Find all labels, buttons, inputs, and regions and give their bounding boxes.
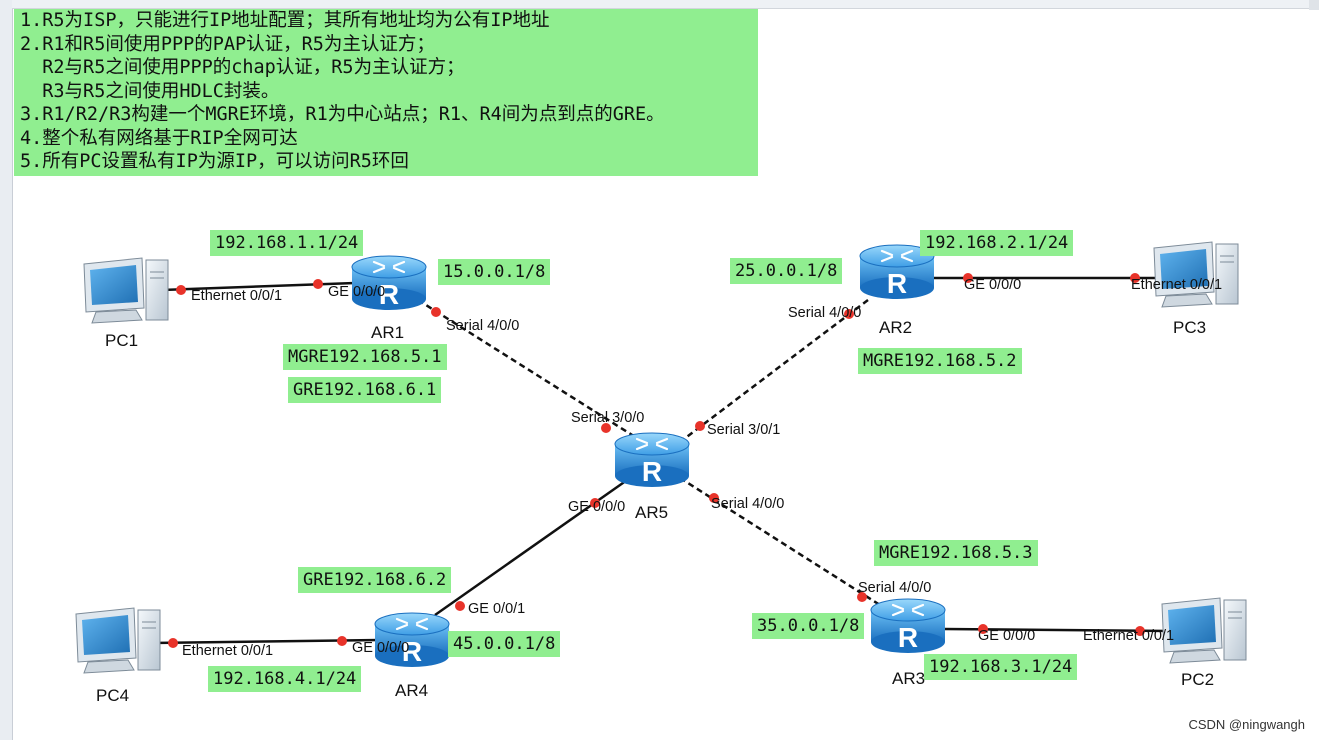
pc1-ethernet-port: Ethernet 0/0/1 (191, 288, 283, 304)
pc-icon[interactable] (75, 607, 161, 674)
ar4-ge1-port: GE 0/0/1 (468, 601, 526, 617)
note-line: 4.整个私有网络基于RIP全网可达 (20, 127, 298, 149)
ar1-lan-address: 192.168.1.1/24 (210, 230, 364, 256)
note-line: 5.所有PC设置私有IP为源IP，可以访问R5环回 (20, 151, 409, 172)
ar2-lan-address: 192.168.2.1/24 (920, 230, 1074, 256)
note-line: R3与R5之间使用HDLC封装。 (20, 80, 280, 102)
ar4-wan-address: 45.0.0.1/8 (448, 631, 561, 657)
ar3-mgre-address: MGRE192.168.5.3 (874, 540, 1038, 566)
ar3-serial-port: Serial 4/0/0 (858, 580, 932, 596)
port-dot (844, 309, 854, 319)
ar5-serial301-port: Serial 3/0/1 (707, 422, 781, 438)
ar4-lan-address: 192.168.4.1/24 (208, 666, 362, 692)
port-dot (709, 493, 719, 503)
ar2-wan-address: 25.0.0.1/8 (730, 258, 843, 284)
ar1-wan-address: 15.0.0.1/8 (438, 259, 551, 285)
window-frame-corner (1309, 0, 1319, 10)
ar2-mgre-address: MGRE192.168.5.2 (858, 348, 1022, 374)
device-name-pc1: PC1 (105, 331, 139, 350)
device-name-ar3: AR3 (892, 669, 926, 688)
requirements-note: 1.R5为ISP，只能进行IP地址配置；其所有地址均为公有IP地址 2.R1和R… (14, 9, 758, 176)
port-dot (313, 279, 323, 289)
ar2-ge-port: GE 0/0/0 (964, 277, 1022, 293)
device-name-pc3: PC3 (1173, 318, 1207, 337)
ar2-serial-port: Serial 4/0/0 (788, 305, 862, 321)
pc2-ethernet-port: Ethernet 0/0/1 (1083, 628, 1175, 644)
port-dot (176, 285, 186, 295)
ar1-mgre-address: MGRE192.168.5.1 (283, 344, 447, 370)
port-dot (857, 592, 867, 602)
ar4-gre-address: GRE192.168.6.2 (298, 567, 452, 593)
pc-icon[interactable] (83, 257, 169, 324)
note-line: 2.R1和R5间使用PPP的PAP认证，R5为主认证方； (20, 33, 435, 55)
ar5-serial400-port: Serial 4/0/0 (711, 496, 785, 512)
note-line: R2与R5之间使用PPP的chap认证，R5为主认证方； (20, 57, 465, 78)
watermark: CSDN @ningwangh (1188, 717, 1305, 732)
port-dot (978, 624, 988, 634)
device-name-ar4: AR4 (395, 681, 429, 700)
note-line: 1.R5为ISP，只能进行IP地址配置；其所有地址均为公有IP地址 (20, 10, 550, 31)
link-ar1-ar5 (417, 298, 641, 442)
router-icon[interactable] (613, 431, 691, 489)
ar3-lan-address: 192.168.3.1/24 (924, 654, 1078, 680)
pc-icon[interactable] (1153, 241, 1239, 308)
ar3-wan-address: 35.0.0.1/8 (752, 613, 865, 639)
port-dot (455, 601, 465, 611)
device-name-pc2: PC2 (1181, 670, 1215, 689)
ar4-ge0-port: GE 0/0/0 (352, 640, 410, 656)
router-icon[interactable] (350, 254, 428, 312)
port-dot (601, 423, 611, 433)
port-dot (1135, 626, 1145, 636)
window-frame-left (0, 0, 13, 740)
device-name-ar2: AR2 (879, 318, 913, 337)
port-dot (590, 498, 600, 508)
pc4-ethernet-port: Ethernet 0/0/1 (182, 643, 274, 659)
port-dot (695, 421, 705, 431)
window-frame-top (12, 0, 1319, 9)
device-name-ar5: AR5 (635, 503, 669, 522)
pc-icon[interactable] (1161, 597, 1247, 664)
router-icon[interactable] (869, 597, 947, 655)
pc3-ethernet-port: Ethernet 0/0/1 (1131, 277, 1223, 293)
port-dot (1130, 273, 1140, 283)
port-dot (431, 307, 441, 317)
port-dot (337, 636, 347, 646)
ar5-ge-port: GE 0/0/0 (568, 499, 626, 515)
ar1-ge-port: GE 0/0/0 (328, 284, 386, 300)
link-ar2-ar5 (679, 299, 869, 443)
ar1-gre-address: GRE192.168.6.1 (288, 377, 442, 403)
device-name-ar1: AR1 (371, 323, 405, 342)
port-dot (963, 273, 973, 283)
note-line: 3.R1/R2/R3构建一个MGRE环境，R1为中心站点；R1、R4间为点到点的… (20, 104, 665, 125)
device-name-pc4: PC4 (96, 686, 130, 705)
port-dot (168, 638, 178, 648)
ar1-serial-port: Serial 4/0/0 (446, 318, 520, 334)
port-dots (168, 273, 1145, 648)
ar5-serial300-port: Serial 3/0/0 (571, 410, 645, 426)
ar3-ge-port: GE 0/0/0 (978, 628, 1036, 644)
